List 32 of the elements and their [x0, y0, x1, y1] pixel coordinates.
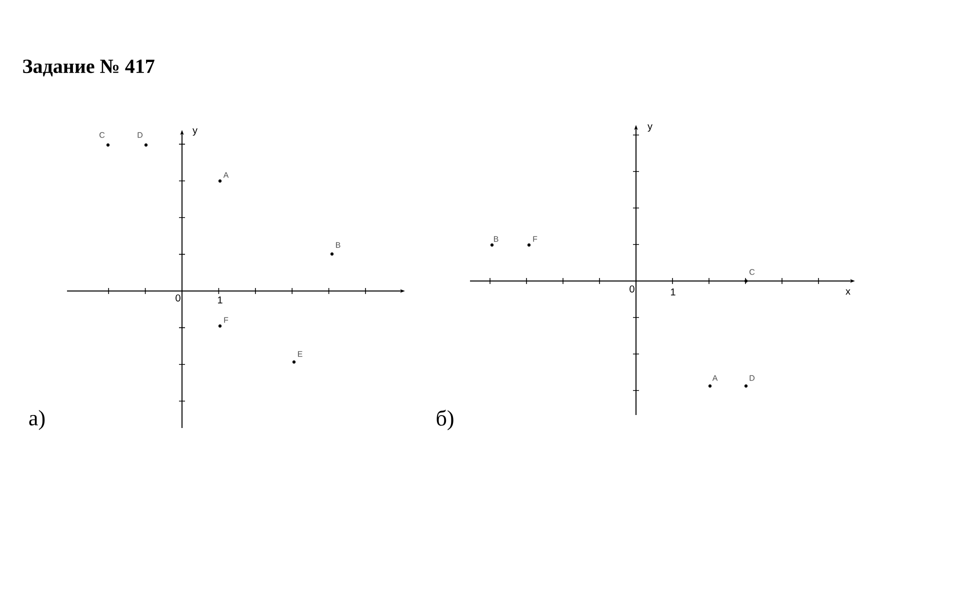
- origin-label: 0: [176, 294, 180, 302]
- node-label: A: [223, 172, 229, 178]
- node-label: F: [533, 236, 538, 242]
- point: F: [218, 317, 228, 328]
- node-label: D: [138, 132, 143, 138]
- point: D: [138, 132, 148, 147]
- point: B: [330, 242, 340, 256]
- node-label: B: [494, 236, 498, 242]
- node-label: C: [750, 269, 755, 275]
- panel-label: а): [29, 410, 45, 430]
- point: C: [744, 269, 755, 283]
- axis-label: y: [648, 124, 652, 132]
- node-label: A: [712, 375, 718, 381]
- point: A: [218, 172, 229, 183]
- node-label: B: [336, 242, 340, 248]
- origin-label: 0: [630, 285, 634, 293]
- node-label: F: [224, 317, 228, 323]
- axis-label: y: [192, 128, 198, 136]
- node-label: D: [750, 375, 755, 381]
- point: F: [527, 236, 538, 247]
- point: C: [100, 132, 110, 147]
- node-label: C: [100, 132, 105, 138]
- tick-label: 1: [671, 288, 676, 296]
- node-label: E: [298, 351, 302, 357]
- point: E: [292, 351, 302, 364]
- point: A: [708, 375, 718, 388]
- panel-label: б): [436, 410, 454, 430]
- point: B: [490, 236, 498, 247]
- point: D: [744, 375, 754, 388]
- tick-label: 1: [218, 296, 222, 304]
- title: Задание № 417: [23, 60, 154, 76]
- axis-label: x: [846, 289, 850, 295]
